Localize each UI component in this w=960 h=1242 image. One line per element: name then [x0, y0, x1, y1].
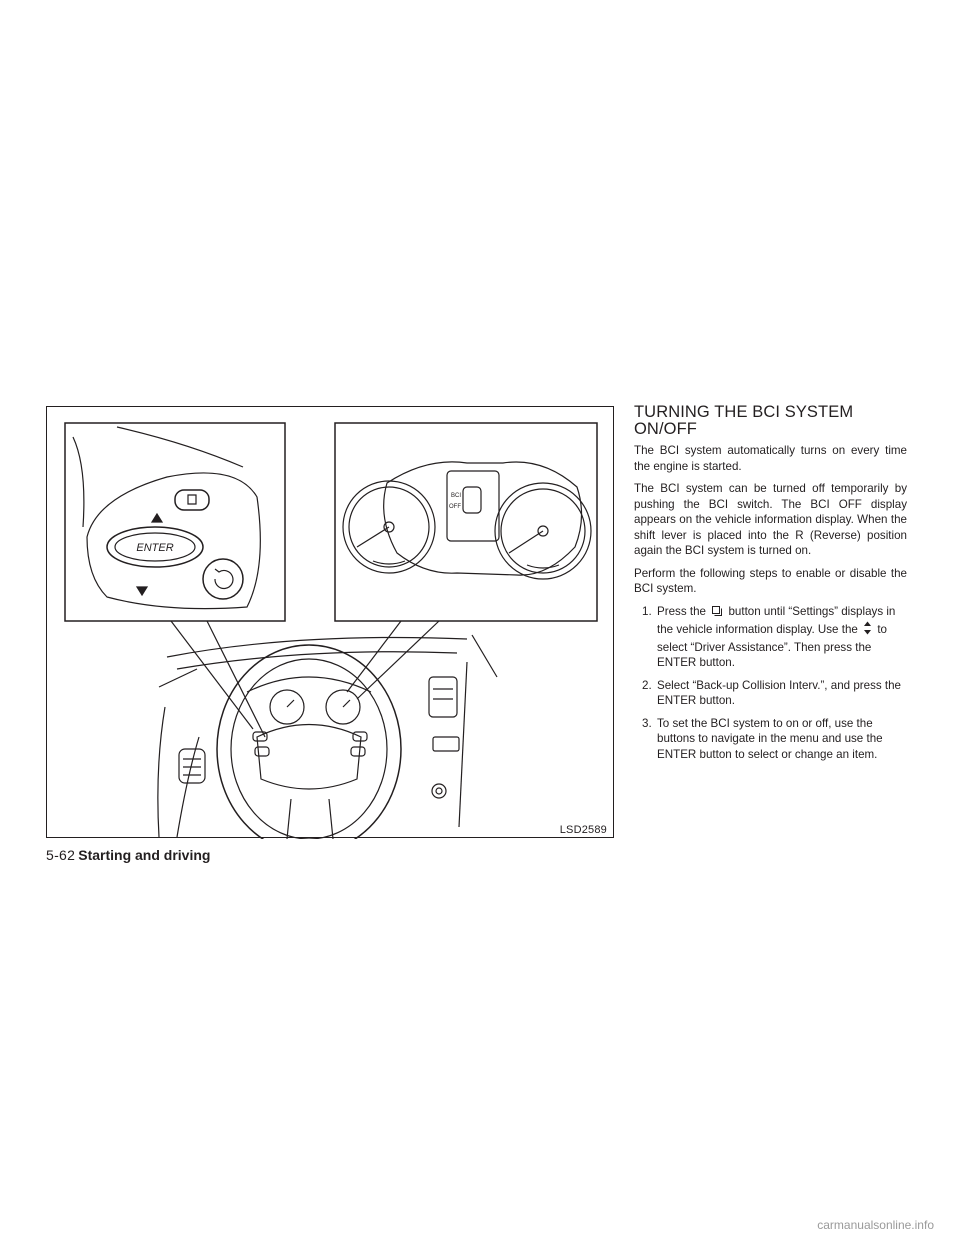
cluster-label-off: OFF	[449, 504, 461, 510]
step-text-pre: Press the	[657, 604, 706, 618]
menu-button-icon	[711, 605, 723, 622]
step-text-post: to select “Driver Assistance”. Then pres…	[657, 623, 887, 669]
illustration-figure: ENTER BCI OFF LSD2589	[46, 406, 614, 839]
section-heading: TURNING THE BCI SYSTEM ON/OFF	[634, 404, 907, 438]
section-body: TURNING THE BCI SYSTEM ON/OFF The BCI sy…	[634, 404, 907, 769]
up-down-arrows-icon	[863, 621, 872, 640]
step-number: 2.	[642, 678, 652, 692]
section-name: Starting and driving	[78, 847, 211, 863]
step-text-mid: button until “Settings” displays in the …	[657, 604, 896, 637]
steering-wheel-illustration: ENTER BCI OFF	[64, 422, 598, 839]
step-text: To set the BCI system to on or off, use …	[657, 716, 883, 761]
steps-list: 1. Press the button until “Settings” dis…	[634, 604, 907, 763]
figure-code: LSD2589	[557, 824, 609, 836]
step-number: 1.	[642, 604, 652, 618]
list-item: 3. To set the BCI system to on or off, u…	[634, 716, 907, 763]
cluster-label-bci: BCI	[451, 493, 461, 499]
heading-line-1: TURNING THE BCI SYSTEM	[634, 403, 854, 421]
enter-label: ENTER	[136, 542, 173, 554]
paragraph: Perform the following steps to enable or…	[634, 566, 907, 596]
step-text: Select “Back-up Collision Interv.”, and …	[657, 678, 902, 708]
paragraph: The BCI system can be turned off tempora…	[634, 482, 907, 557]
heading-line-2: ON/OFF	[634, 420, 697, 438]
list-item: 1. Press the button until “Settings” dis…	[634, 604, 907, 671]
list-item: 2. Select “Back-up Collision Interv.”, a…	[634, 678, 907, 709]
watermark: carmanualsonline.info	[817, 1218, 934, 1232]
page-number: 5-62	[46, 847, 76, 863]
step-number: 3.	[642, 716, 652, 730]
paragraph: The BCI system automatically turns on ev…	[634, 444, 907, 473]
